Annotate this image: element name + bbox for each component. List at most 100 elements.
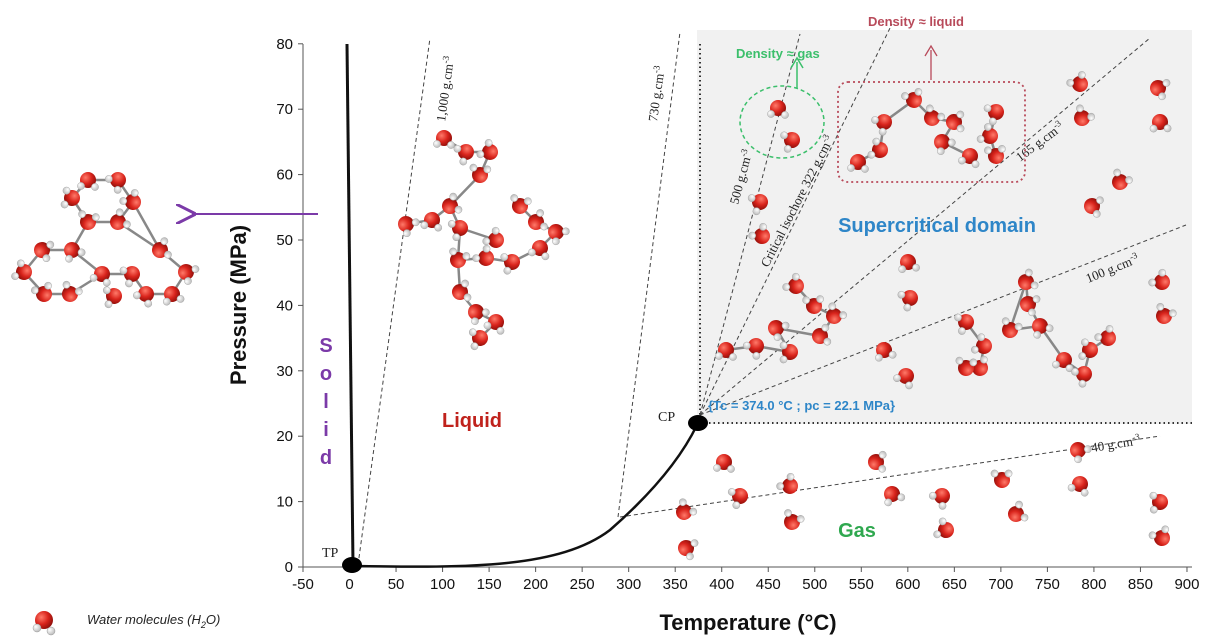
svg-text:o: o	[320, 363, 332, 385]
liquid-gas-boundary	[354, 424, 699, 568]
water-molecule-icon	[946, 110, 965, 133]
water-molecule-icon	[119, 266, 140, 288]
y-tick-label: 20	[276, 428, 293, 445]
water-molecule-icon	[676, 498, 698, 520]
water-molecule-icon	[528, 240, 550, 261]
water-molecule-icon	[678, 539, 699, 561]
critical-point-annotation: {Tc = 374.0 °C ; pc = 22.1 MPa}	[708, 398, 895, 413]
y-tick-label: 40	[276, 297, 293, 314]
water-molecule-icon	[1156, 302, 1177, 324]
isochore-label-1000: 1,000 g.cm-3	[432, 55, 457, 123]
water-molecule-icon	[1018, 268, 1039, 290]
water-molecule-icon	[89, 266, 111, 287]
x-tick-label: 850	[1128, 576, 1153, 593]
water-molecule-icon	[779, 341, 798, 364]
water-molecule-icon	[776, 472, 798, 494]
water-molecule-icon	[990, 469, 1013, 488]
x-tick-label: 0	[345, 576, 353, 593]
water-molecule-icon	[884, 486, 906, 507]
water-molecule-icon	[78, 210, 100, 230]
water-molecule-icon	[104, 172, 126, 194]
x-tick-label: 800	[1081, 576, 1106, 593]
water-molecule-icon	[1066, 71, 1088, 92]
water-molecule-icon	[133, 286, 154, 308]
x-tick-label: 700	[988, 576, 1013, 593]
water-molecule-icon	[826, 302, 848, 324]
x-tick-label: 50	[388, 576, 405, 593]
isochore-label-165: 165 g.cm-3	[1012, 118, 1067, 165]
water-molecule-icon	[1008, 500, 1029, 522]
water-molecule-icon	[449, 247, 471, 268]
x-tick-label: 200	[523, 576, 548, 593]
x-tick-label: 750	[1035, 576, 1060, 593]
triple-point-marker	[342, 557, 362, 573]
x-tick-label: 600	[895, 576, 920, 593]
density-gas-highlight	[739, 85, 825, 159]
isochore-label-730: 730 g.cm-3	[644, 64, 668, 122]
critical-point-marker	[688, 415, 708, 431]
water-molecule-icon	[102, 286, 122, 309]
y-tick-label: 10	[276, 494, 293, 511]
water-molecules	[11, 71, 1177, 561]
x-tick-label: 300	[616, 576, 641, 593]
x-tick-label: 550	[849, 576, 874, 593]
water-molecule-icon	[782, 272, 804, 294]
water-molecule-icon	[433, 130, 455, 149]
x-tick-label: 650	[942, 576, 967, 593]
water-molecule-icon	[119, 189, 141, 210]
water-molecule-icon	[500, 253, 520, 275]
water-molecule-icon	[1149, 114, 1172, 133]
water-molecule-icon	[976, 123, 998, 144]
isochore-label-500: 500 g.cm-3	[725, 147, 755, 206]
water-molecule-icon	[398, 216, 420, 238]
isochore-label-40: 40 g.cm-3	[1090, 431, 1142, 455]
y-tick-label: 0	[285, 559, 293, 576]
critical-point-label: CP	[658, 410, 675, 425]
legend-label: Water molecules (H2O)	[87, 612, 220, 630]
water-molecule-icon	[1148, 525, 1170, 546]
y-tick-label: 50	[276, 232, 293, 249]
x-tick-label: 350	[663, 576, 688, 593]
y-tick-label: 30	[276, 363, 293, 380]
x-tick-label: 450	[756, 576, 781, 593]
water-molecule-icon	[11, 259, 32, 281]
legend: Water molecules (H2O)	[32, 611, 220, 636]
water-molecule-icon	[1071, 366, 1092, 388]
water-molecule-icon	[1052, 352, 1074, 373]
solid-region-label: S o l i d	[319, 335, 332, 469]
water-molecule-icon	[1001, 317, 1023, 338]
water-molecule-icon	[1020, 295, 1041, 317]
water-molecule-icon	[767, 100, 789, 119]
water-molecule-icon	[955, 356, 978, 376]
water-molecule-icon	[1150, 79, 1171, 101]
water-molecule-icon	[933, 517, 954, 539]
gas-region-label: Gas	[838, 520, 876, 542]
y-tick-label: 80	[276, 36, 293, 53]
y-axis-title: Pressure (MPa)	[226, 225, 251, 385]
x-tick-label: 150	[477, 576, 502, 593]
water-molecule-icon	[442, 192, 463, 214]
water-molecule-icon	[871, 114, 892, 136]
water-molecule-icon	[713, 454, 735, 473]
water-molecule-icon	[970, 333, 992, 354]
water-molecule-icon	[1074, 104, 1095, 126]
water-molecule-icon	[898, 254, 920, 273]
svg-text:S: S	[319, 335, 332, 357]
water-molecule-icon	[77, 172, 99, 191]
water-molecule-icon	[780, 131, 800, 153]
density-liquid-highlight	[837, 81, 1026, 183]
hydrogen-bond	[1008, 281, 1028, 331]
y-tick-label: 60	[276, 167, 293, 184]
water-molecule-icon	[748, 222, 770, 244]
x-axis-title: Temperature (°C)	[659, 610, 836, 635]
svg-text:d: d	[320, 447, 332, 469]
water-molecule-icon	[802, 295, 824, 314]
water-molecule-icon	[983, 104, 1004, 126]
water-molecule-icon	[1032, 318, 1054, 339]
water-molecule-icon	[1148, 268, 1170, 290]
water-molecule-icon	[482, 226, 504, 248]
solid-liquid-boundary	[345, 43, 355, 566]
water-molecule-icon	[469, 163, 492, 183]
x-tick-label: 250	[570, 576, 595, 593]
